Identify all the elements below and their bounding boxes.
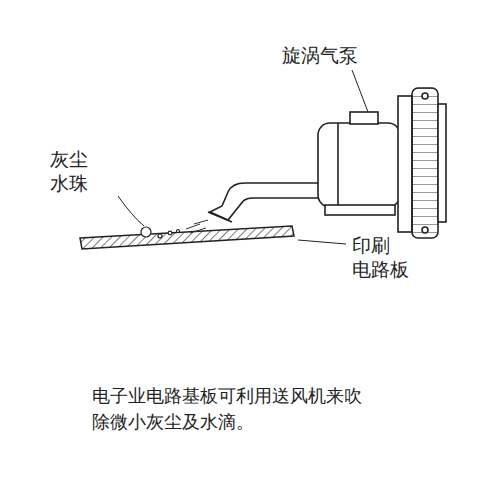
- air-stream: [186, 220, 208, 233]
- caption: 电子业电路基板可利用送风机来吹除微小灰尘及水滴。: [92, 383, 364, 435]
- blower-housing: [398, 88, 446, 238]
- dust-label: 灰尘 水珠: [50, 148, 88, 196]
- circuit-board: [80, 226, 294, 249]
- dust-droplets: [141, 227, 180, 238]
- motor: [318, 112, 400, 215]
- board-label: 印刷 电路板: [352, 234, 409, 282]
- leader-lines: [118, 70, 368, 244]
- nozzle-pipe: [210, 183, 320, 220]
- pump-label: 旋涡气泵: [282, 44, 358, 68]
